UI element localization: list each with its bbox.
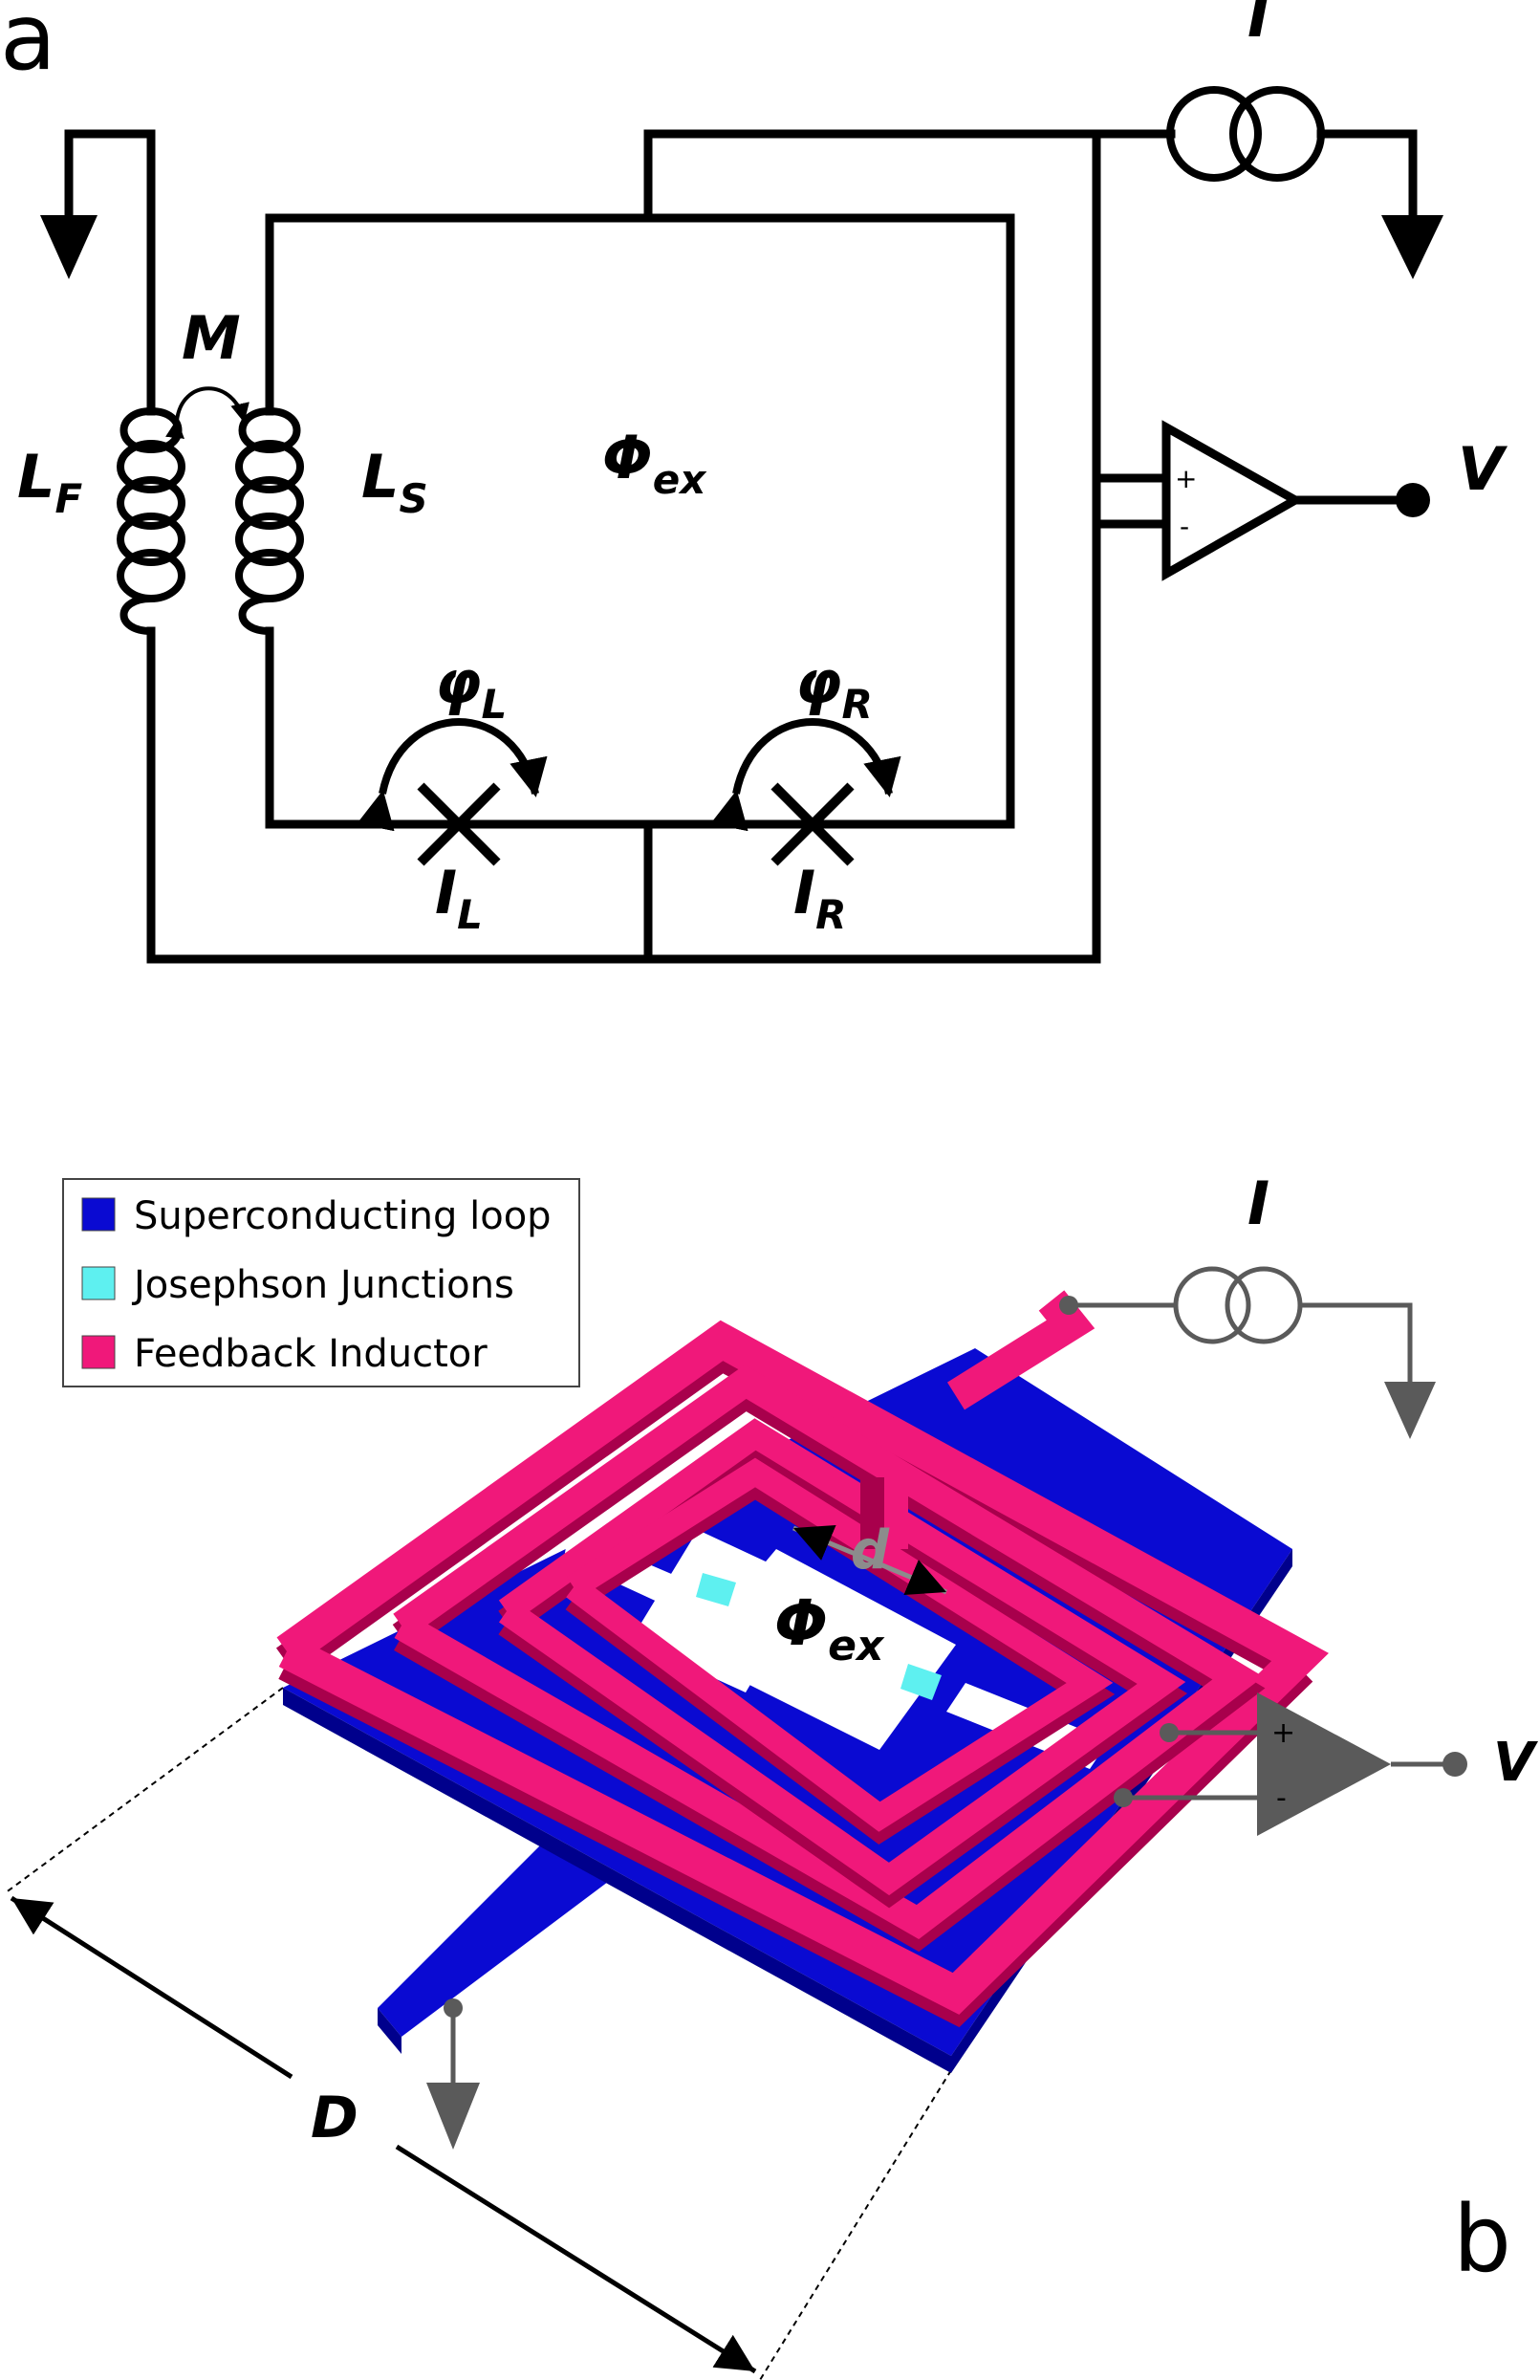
phase-right-label: φR xyxy=(795,647,873,728)
mutual-arrow xyxy=(165,386,249,440)
loop-front-edge xyxy=(283,1688,951,2073)
legend-swatch-inductor xyxy=(81,1335,116,1369)
feedback-wire-top xyxy=(64,129,156,416)
phase-right-arc xyxy=(710,718,901,832)
legend: Superconducting loop Josephson Junctions… xyxy=(62,1178,580,1387)
loop-hole xyxy=(688,1549,956,1750)
stem-ground-arrow xyxy=(426,2083,480,2150)
dimension-label: D xyxy=(311,2085,358,2151)
amp-minus-sign: - xyxy=(1180,511,1189,542)
device-current-label: I xyxy=(1247,1168,1269,1238)
squid-loop xyxy=(265,213,1015,829)
panel-a-label: a xyxy=(0,0,56,91)
legend-swatch-loop xyxy=(81,1197,116,1232)
source-wire-right xyxy=(1316,129,1418,244)
lf-label: LF xyxy=(17,442,83,522)
mutual-label: M xyxy=(182,303,241,373)
panel-a-circuit: a xyxy=(0,0,1508,964)
dim-line-left xyxy=(10,1895,293,2080)
amplifier-icon xyxy=(1161,420,1305,581)
dim-guide-right xyxy=(759,2069,952,2380)
gap-label: d xyxy=(851,1519,890,1582)
feedback-arrow xyxy=(40,215,98,279)
device-amplifier-icon xyxy=(1257,1692,1391,1836)
legend-item-inductor: Feedback Inductor xyxy=(134,1332,488,1376)
ground-arrow-right xyxy=(1381,215,1443,279)
output-terminal xyxy=(1396,483,1430,517)
gap-arrow xyxy=(792,1525,947,1595)
legend-box xyxy=(62,1178,580,1387)
amp-plus-sign: + xyxy=(1175,463,1197,494)
phase-left-arc xyxy=(357,718,548,832)
squid-coil xyxy=(235,407,304,635)
device-source-wire-right xyxy=(1300,1302,1413,1396)
device-output-label: V xyxy=(1493,1732,1539,1794)
dim-guide-left xyxy=(4,1687,284,1894)
legend-item-junction: Josephson Junctions xyxy=(131,1263,514,1307)
loop-stem-side xyxy=(378,2008,401,2054)
device-current-source-icon xyxy=(1173,1266,1251,1344)
dim-line-right xyxy=(395,2144,757,2374)
outer-wire xyxy=(146,129,1101,964)
device-ground-arrow-right xyxy=(1384,1382,1436,1439)
junction-left-label: IL xyxy=(435,858,483,938)
device-flux-label: Φex xyxy=(774,1586,885,1670)
device-current-source-icon-2 xyxy=(1225,1266,1303,1344)
ls-label: LS xyxy=(361,442,428,522)
circuit-output-label: V xyxy=(1458,434,1508,504)
device-amp-plus-sign: + xyxy=(1271,1716,1295,1750)
loop-stem xyxy=(378,1836,612,2037)
phase-left-label: φL xyxy=(435,647,507,728)
panel-b-label: b xyxy=(1453,2186,1511,2293)
current-source-icon xyxy=(1166,86,1325,182)
flux-label: Φex xyxy=(602,423,707,503)
junction-right-label: IR xyxy=(793,858,846,938)
circuit-current-label: I xyxy=(1247,0,1269,51)
device-output-terminal xyxy=(1442,1752,1467,1777)
josephson-junction-left xyxy=(696,1573,736,1606)
legend-item-loop: Superconducting loop xyxy=(134,1194,552,1238)
feedback-inductor-spiral xyxy=(275,1290,1329,2028)
panel-b-device: D xyxy=(4,1168,1539,2380)
legend-swatch-junction xyxy=(81,1266,116,1300)
device-amp-minus-sign: - xyxy=(1276,1781,1287,1815)
josephson-junction-right xyxy=(900,1664,942,1700)
feedback-coil xyxy=(117,407,185,635)
